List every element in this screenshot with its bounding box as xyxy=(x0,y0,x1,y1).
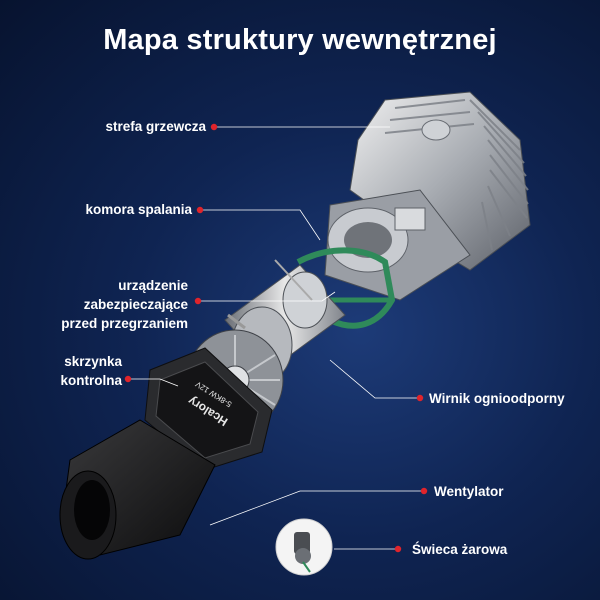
label-overheat-protection-line1: urządzenie xyxy=(118,278,188,293)
label-glow-plug: Świeca żarowa xyxy=(412,542,508,557)
marker-heating-zone xyxy=(210,123,218,131)
marker-dots xyxy=(124,123,428,553)
marker-overheat-protection xyxy=(194,297,202,305)
label-fan: Wentylator xyxy=(434,484,504,499)
diagram-title: Mapa struktury wewnętrznej xyxy=(103,24,497,56)
fan-housing xyxy=(59,419,216,560)
control-box: Hcalory 5-8KW 12V xyxy=(144,347,273,471)
marker-fireproof-impeller xyxy=(416,394,424,402)
marker-glow-plug xyxy=(394,545,402,553)
heat-exchanger xyxy=(349,91,531,271)
marker-fan xyxy=(420,487,428,495)
marker-combustion-chamber xyxy=(196,206,204,214)
label-control-box-line2: kontrolna xyxy=(60,373,122,388)
marker-control-box xyxy=(124,375,132,383)
label-overheat-protection-line3: przed przegrzaniem xyxy=(61,316,188,331)
label-fireproof-impeller: Wirnik ognioodporny xyxy=(429,391,565,406)
leader-lines xyxy=(128,126,424,550)
label-combustion-chamber: komora spalania xyxy=(85,202,192,217)
overheat-protection-pipe xyxy=(296,247,396,329)
glow-plug-inset xyxy=(275,518,333,576)
label-overheat-protection-line2: zabezpieczające xyxy=(83,297,188,312)
label-control-box-line1: skrzynka xyxy=(64,354,122,369)
label-heating-zone: strefa grzewcza xyxy=(105,119,206,134)
